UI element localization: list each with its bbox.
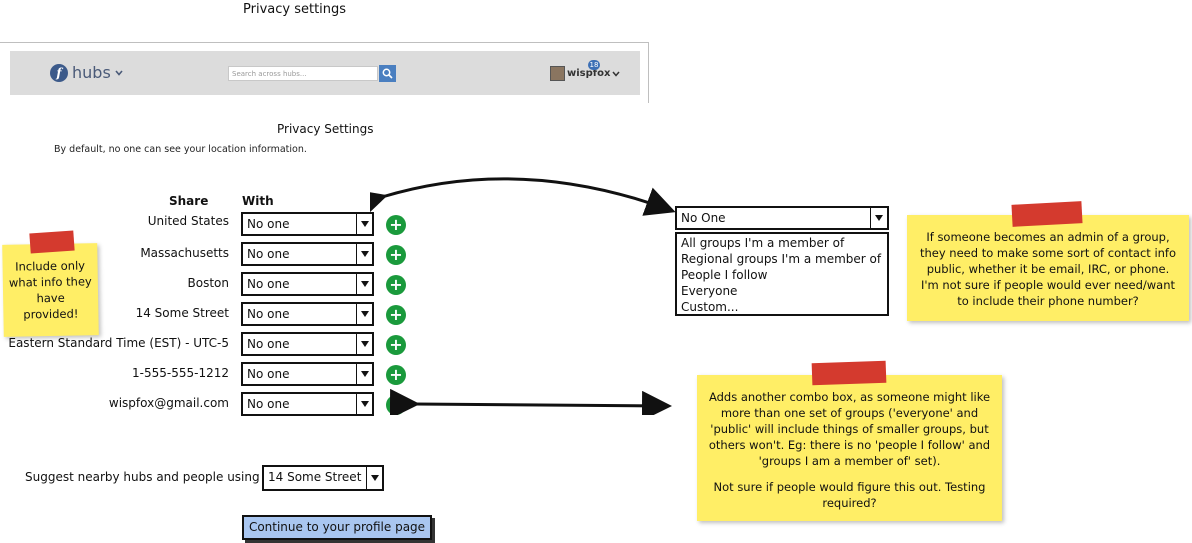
visibility-select-country[interactable]: No one — [241, 212, 374, 236]
add-group-button[interactable]: + — [386, 215, 406, 235]
add-group-button[interactable]: + — [386, 335, 406, 355]
row-label-country: United States — [147, 214, 229, 228]
add-group-button[interactable]: + — [386, 245, 406, 265]
dropdown-option[interactable]: Everyone — [681, 284, 738, 298]
select-value: No one — [243, 304, 357, 324]
suggest-location-select[interactable]: 14 Some Street — [262, 465, 384, 491]
select-value: No one — [243, 334, 357, 354]
dropdown-arrow-icon — [360, 251, 369, 257]
row-label-city: Boston — [187, 276, 229, 290]
curved-arrow — [370, 177, 676, 219]
row-label-email: wispfox@gmail.com — [108, 396, 229, 410]
row-label-phone: 1-555-555-1212 — [132, 366, 229, 380]
add-group-button[interactable]: + — [386, 275, 406, 295]
note-tape — [811, 360, 887, 386]
dropdown-option[interactable]: People I follow — [681, 268, 768, 282]
sticky-note-left: Include only what info they have provide… — [2, 243, 99, 337]
search-input[interactable]: Search across hubs... — [228, 66, 378, 81]
hubs-logo[interactable]: f hubs — [50, 63, 123, 82]
dropdown-arrow-icon — [360, 371, 369, 377]
privacy-title: Privacy Settings — [277, 122, 374, 136]
suggest-label: Suggest nearby hubs and people using — [25, 470, 260, 484]
dropdown-option[interactable]: All groups I'm a member of — [681, 236, 845, 250]
dropdown-option[interactable]: Custom... — [681, 300, 739, 314]
plus-icon: + — [389, 365, 403, 384]
visibility-select-state[interactable]: No one — [241, 242, 374, 266]
row-label-state: Massachusetts — [140, 246, 229, 260]
row-label-street: 14 Some Street — [135, 306, 229, 320]
notification-badge[interactable]: 18 — [588, 60, 600, 70]
fedora-logo-icon: f — [50, 63, 68, 82]
dropdown-arrow-icon — [360, 221, 369, 227]
sticky-note-admin: If someone becomes an admin of a group, … — [907, 215, 1189, 321]
straight-arrow — [389, 388, 672, 415]
expanded-select[interactable]: No One — [675, 206, 889, 230]
dropdown-option[interactable]: Regional groups I'm a member of — [681, 252, 882, 266]
username: wispfox — [567, 68, 611, 79]
sticky-note-combo: Adds another combo box, as someone might… — [697, 375, 1002, 521]
plus-icon: + — [389, 305, 403, 324]
dropdown-arrow-icon — [360, 341, 369, 347]
search-icon — [382, 68, 393, 79]
with-column-header: With — [242, 194, 274, 208]
select-value: No one — [243, 274, 357, 294]
note-tape — [29, 230, 75, 254]
search-button[interactable] — [379, 65, 396, 82]
plus-icon: + — [389, 335, 403, 354]
logo-text: hubs — [72, 63, 111, 82]
note-text: Include only what info they have provide… — [8, 258, 92, 322]
share-column-header: Share — [169, 194, 209, 208]
plus-icon: + — [389, 245, 403, 264]
note-text: Adds another combo box, as someone might… — [708, 390, 991, 468]
select-value: No one — [243, 244, 357, 264]
visibility-select-street[interactable]: No one — [241, 302, 374, 326]
select-value: No one — [243, 214, 357, 234]
dropdown-arrow-icon — [360, 311, 369, 317]
chevron-down-icon — [612, 71, 621, 77]
visibility-select-timezone[interactable]: No one — [241, 332, 374, 356]
select-value: No one — [243, 364, 357, 384]
select-value: No one — [243, 394, 357, 414]
dropdown-arrow-icon — [370, 475, 379, 481]
add-group-button[interactable]: + — [386, 305, 406, 325]
privacy-description: By default, no one can see your location… — [54, 144, 307, 155]
visibility-select-phone[interactable]: No one — [241, 362, 374, 386]
page-title: Privacy settings — [243, 2, 347, 17]
dropdown-arrow-icon — [360, 281, 369, 287]
visibility-select-city[interactable]: No one — [241, 272, 374, 296]
plus-icon: + — [389, 215, 403, 234]
annotation-arrows — [370, 177, 676, 415]
add-group-button[interactable]: + — [386, 365, 406, 385]
chevron-down-icon — [115, 69, 123, 76]
plus-icon: + — [389, 275, 403, 294]
dropdown-options: All groups I'm a member of Regional grou… — [675, 232, 889, 316]
note-tape — [1011, 201, 1083, 227]
visibility-select-email[interactable]: No one — [241, 392, 374, 416]
user-menu[interactable]: wispfox — [550, 66, 621, 81]
select-value: 14 Some Street — [264, 467, 367, 489]
note-text: Not sure if people would figure this out… — [713, 480, 986, 510]
header-frame — [0, 42, 649, 103]
dropdown-arrow-icon — [875, 215, 883, 221]
row-label-timezone: Eastern Standard Time (EST) - UTC-5 — [8, 336, 229, 350]
continue-button[interactable]: Continue to your profile page — [242, 515, 432, 540]
note-text: If someone becomes an admin of a group, … — [919, 230, 1177, 308]
avatar — [550, 66, 565, 81]
dropdown-arrow-icon — [360, 401, 369, 407]
select-value: No One — [677, 208, 871, 228]
